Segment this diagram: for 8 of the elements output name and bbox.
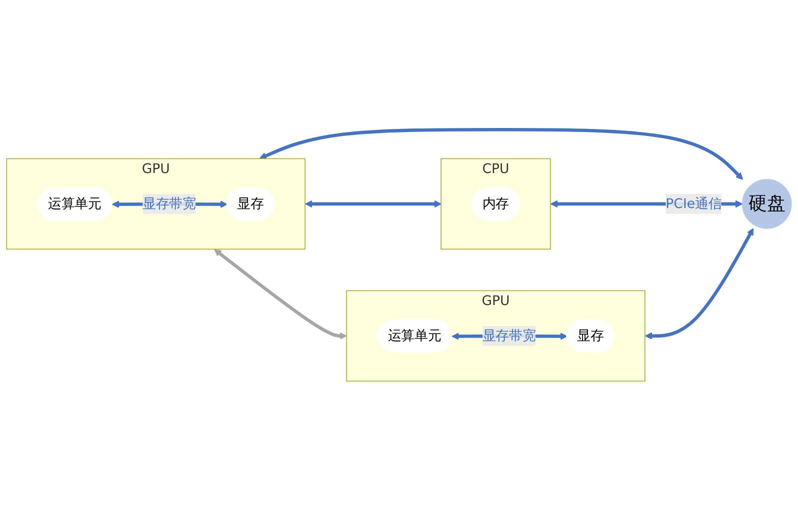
edge-label: PCIe通信 (666, 196, 722, 212)
arrow (259, 128, 744, 180)
arrow (305, 200, 442, 208)
node-circle: 硬盘 (742, 179, 792, 229)
arrow (214, 249, 347, 340)
edge-label: 显存带宽 (482, 328, 536, 344)
arrow (644, 228, 754, 340)
edge-label: 显存带宽 (142, 196, 196, 212)
